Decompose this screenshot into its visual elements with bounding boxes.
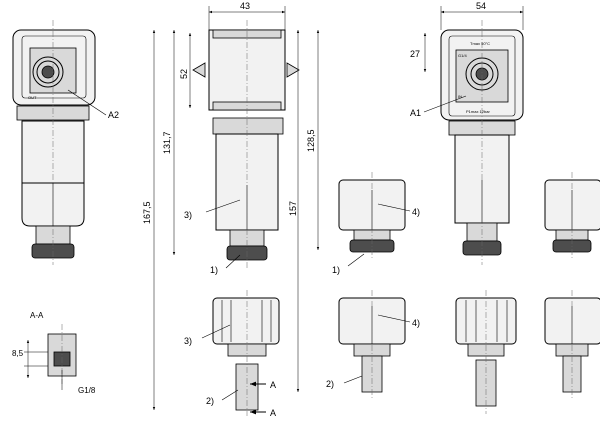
g-label: G1/4 — [458, 53, 467, 58]
callout-3-upper: 3) — [184, 210, 192, 220]
callout-1-left: 1) — [210, 265, 218, 275]
side-view: 43 52 131,7 167,5 3) 1) — [142, 1, 300, 410]
callout-4-lower: 4) — [412, 318, 420, 328]
port-ring-outer — [32, 56, 64, 88]
height-upper-dim: 52 — [179, 69, 189, 79]
side-collar — [212, 117, 284, 135]
middle-parts: 128,5 157 4) 1) 4) 2) — [288, 30, 420, 398]
callout-leader-c4-lower — [377, 314, 411, 323]
callout-1-right: 1) — [332, 265, 340, 275]
pmax-label: P1max 12bar — [466, 109, 490, 114]
width-front-dim: 43 — [240, 1, 250, 11]
lower-bowl — [212, 297, 280, 345]
head-panel — [21, 35, 87, 99]
width-right-dim: 54 — [476, 1, 486, 11]
port-ring-inner — [41, 65, 55, 79]
callout-leader-c3-lower — [201, 324, 231, 339]
section-label: A-A — [30, 311, 44, 320]
callout-2-left: 2) — [206, 396, 214, 406]
port-ring-mid — [36, 60, 60, 84]
front-view-right: Tmax 50°C G1/4 IN P1max 12bar 54 27 A1 — [410, 1, 524, 265]
height-mid-dim: 128,5 — [306, 129, 316, 152]
cut-mark-top: A — [270, 380, 276, 390]
callout-leader-c4-upper — [377, 203, 411, 212]
callout-a2: A2 — [108, 110, 119, 120]
thread-depth-dim: 8,5 — [12, 349, 24, 358]
inlet-arrow-right — [286, 62, 300, 78]
callout-leader-a2 — [67, 89, 107, 116]
thread-size-label: G1/8 — [78, 386, 96, 395]
callout-2-right: 2) — [326, 379, 334, 389]
height-full-dim: 167,5 — [142, 201, 152, 224]
callout-a1: A1 — [410, 108, 421, 118]
in-label: IN — [458, 94, 462, 99]
callout-leader-a1 — [423, 95, 467, 113]
right-port-mid — [470, 62, 494, 86]
callout-3-lower: 3) — [184, 336, 192, 346]
inlet-arrow-left — [192, 62, 206, 78]
out-port-label: OUT — [28, 95, 37, 100]
callout-leader-c1-right — [347, 253, 365, 267]
front-view-left: OUT A2 — [12, 20, 119, 265]
lower-side-parts: A A 3) 2) — [184, 290, 280, 418]
callout-4-upper: 4) — [412, 207, 420, 217]
fr-bowl-upper — [544, 179, 600, 231]
height-right-upper-dim: 27 — [410, 49, 420, 59]
callout-leader-c1-left — [225, 254, 241, 269]
section-detail: A-A 8,5 G1/8 — [12, 311, 96, 395]
fr-bowl-lower — [544, 297, 600, 345]
height-side-dim: 131,7 — [162, 131, 172, 154]
temp-label: Tmax 50°C — [470, 41, 490, 46]
callout-leader-c2-left — [221, 389, 239, 401]
far-right-parts — [455, 172, 600, 414]
height-157-dim: 157 — [288, 201, 298, 216]
callout-leader-c3-upper — [205, 199, 241, 213]
callout-leader-c2-right — [343, 375, 363, 384]
cut-mark-bottom: A — [270, 408, 276, 418]
